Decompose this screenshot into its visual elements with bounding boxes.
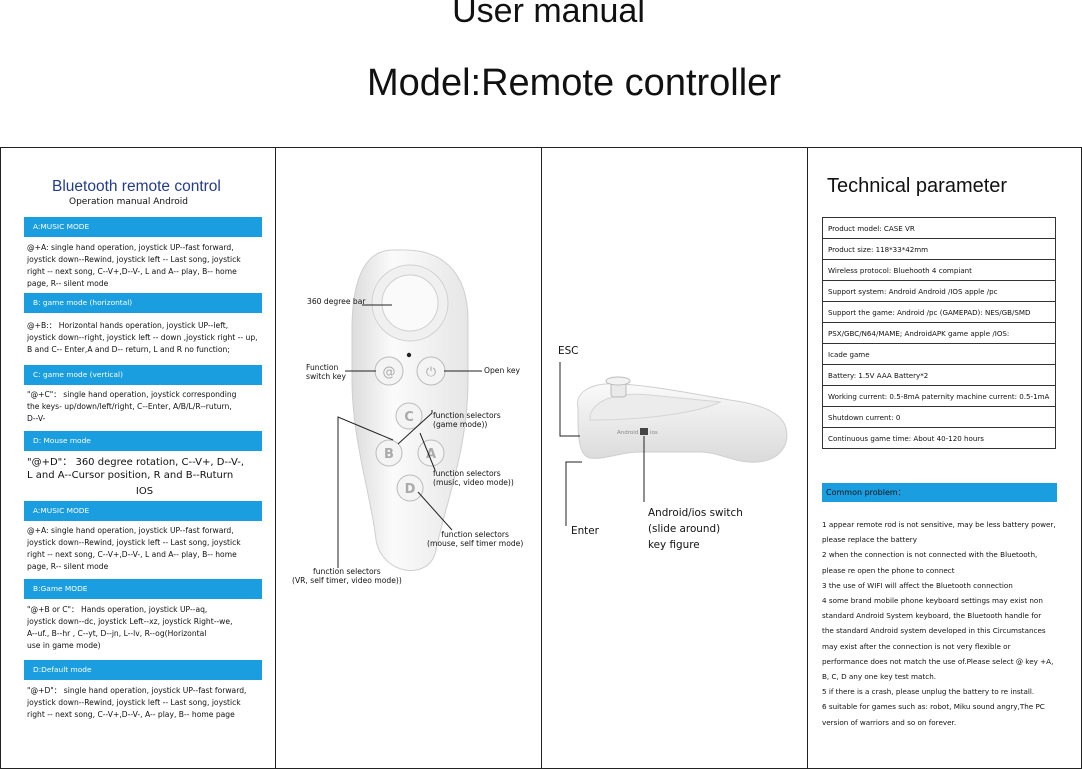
table-row: Wireless protocol: Bluehooth 4 compiant (822, 259, 1056, 281)
common-problem-bar: Common problem： (822, 483, 1057, 502)
section-text: "@+B or C"： Hands operation, joystick UP… (27, 605, 233, 650)
table-cell: Product size: 118*33*42mm (822, 238, 1056, 260)
table-row: Product model: CASE VR (822, 217, 1056, 239)
label-os-switch: Android/ios switch (slide around) key fi… (648, 507, 743, 551)
a-glyph: A (426, 447, 436, 462)
side-switch (640, 428, 648, 435)
table-cell: Support system: Android Android /IOS app… (822, 280, 1056, 302)
android-panel: Bluetooth remote control Operation manua… (24, 170, 262, 721)
divider (541, 147, 542, 768)
android-subtitle: Operation manual Android (69, 197, 189, 207)
section-text: "@+D"： 360 degree rotation, C--V+, D--V-… (27, 457, 245, 481)
table-row: Icade game (822, 343, 1056, 365)
d-glyph: D (405, 482, 416, 497)
label-fs-mouse: function selectors (mouse, self timer mo… (427, 530, 524, 548)
manual-title: User manual (452, 0, 645, 30)
button-b (375, 439, 403, 467)
section-bar: A:MUSIC MODE (24, 217, 262, 237)
button-d (396, 474, 424, 502)
bluetooth-title: Bluetooth remote control (52, 178, 221, 195)
table-row: Product size: 118*33*42mm (822, 238, 1056, 260)
table-cell: Icade game (822, 343, 1056, 365)
label-function-switch: Function switch key (306, 363, 346, 381)
controller-side-body (577, 383, 788, 463)
side-callout-lines (559, 362, 645, 526)
label-fs-music: function selectors (music, video mode)) (433, 469, 514, 487)
section-bar: D:Default mode (24, 660, 262, 680)
label-fs-vr: function selectors (VR, self timer, vide… (292, 567, 402, 585)
table-cell: Working current: 0.5-8mA paternity machi… (822, 385, 1056, 407)
callout-lines (337, 304, 482, 568)
label-open-key: Open key (484, 366, 520, 375)
section-text: @+A: single hand operation, joystick UP-… (27, 526, 241, 571)
section-text: "@+D"： single hand operation, joystick U… (27, 686, 247, 719)
table-row: Continuous game time: About 40-120 hours (822, 427, 1056, 449)
table-cell: Continuous game time: About 40-120 hours (822, 427, 1056, 449)
table-cell: Shutdown current: 0 (822, 406, 1056, 428)
ios-text: ios (650, 430, 658, 436)
table-cell: Wireless protocol: Bluehooth 4 compiant (822, 259, 1056, 281)
section-text: "@+C"： single hand operation, joystick c… (27, 390, 237, 423)
divider (275, 147, 276, 768)
common-problem-text: 1 appear remote rod is not sensitive, ma… (822, 520, 1056, 727)
button-a (417, 439, 445, 467)
power-icon: ⏻ (426, 365, 436, 380)
section-bar: D: Mouse mode (24, 431, 262, 451)
section-bar: B: game mode (horizontal) (24, 293, 262, 313)
joystick-cap (381, 274, 439, 332)
table-cell: PSX/GBC/N64/MAME; AndroidAPK game apple … (822, 322, 1056, 344)
android-text: Android (617, 430, 638, 436)
table-cell: Battery: 1.5V AAA Battery*2 (822, 364, 1056, 386)
at-glyph: @ (383, 365, 396, 380)
indicator-led (406, 352, 412, 358)
table-row: Support the game: Android /pc (GAMEPAD):… (822, 301, 1056, 323)
label-fs-game: function selectors (game mode)) (433, 411, 501, 429)
section-bar: A:MUSIC MODE (24, 501, 262, 521)
table-cell: Support the game: Android /pc (GAMEPAD):… (822, 301, 1056, 323)
table-row: Battery: 1.5V AAA Battery*2 (822, 364, 1056, 386)
section-bar: B:Game MODE (24, 579, 262, 599)
section-text: @+B:： Horizontal hands operation, joysti… (27, 321, 258, 354)
model-title: Model:Remote controller (367, 62, 781, 104)
technical-title: Technical parameter (827, 175, 1008, 197)
section-bar: C: game mode (vertical) (24, 365, 262, 385)
technical-table: Product model: CASE VR Product size: 118… (822, 217, 1056, 449)
section-text: @+A: single hand operation, joystick UP-… (27, 243, 241, 288)
divider (807, 147, 808, 768)
table-row: PSX/GBC/N64/MAME; AndroidAPK game apple … (822, 322, 1056, 344)
button-c (395, 402, 423, 430)
b-glyph: B (384, 447, 394, 462)
label-360-bar: 360 degree bar (307, 297, 366, 306)
table-row: Support system: Android Android /IOS app… (822, 280, 1056, 302)
table-row: Working current: 0.5-8mA paternity machi… (822, 385, 1056, 407)
ios-label: IOS (135, 486, 154, 497)
c-glyph: C (404, 410, 414, 425)
label-esc: ESC (558, 345, 579, 357)
table-cell: Product model: CASE VR (822, 217, 1056, 239)
table-row: Shutdown current: 0 (822, 406, 1056, 428)
label-enter: Enter (571, 525, 599, 537)
